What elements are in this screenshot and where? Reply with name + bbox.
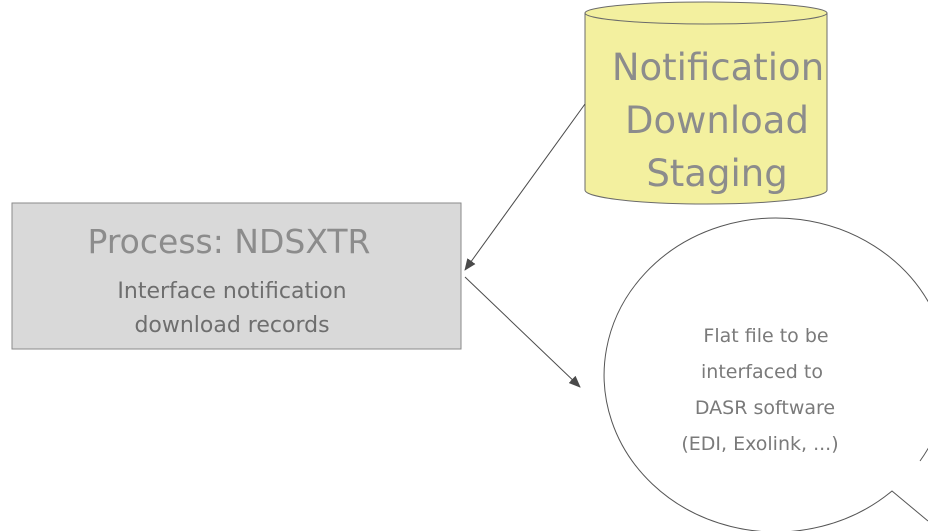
- datastore-line-2: Download: [625, 99, 809, 142]
- process-box: [11, 202, 462, 350]
- datastore-line-1: Notification: [612, 46, 824, 89]
- output-bubble-shape: [603, 217, 928, 531]
- output-line-3: DASR software: [695, 397, 835, 419]
- output-line-4: (EDI, Exolink, ...): [681, 433, 838, 455]
- flow-arrow-staging-to-process: [464, 103, 586, 271]
- process-subtitle-line-1: Interface notification: [117, 279, 346, 304]
- output-line-2: interfaced to: [701, 361, 823, 383]
- output-file-node[interactable]: Flat file to be interfaced to DASR softw…: [603, 217, 928, 531]
- flow-arrow-process-to-output: [464, 276, 581, 388]
- output-line-1: Flat file to be: [703, 325, 828, 347]
- staging-datastore-node[interactable]: Notification Download Staging: [584, 1, 828, 205]
- process-node[interactable]: Process: NDSXTR Interface notification d…: [11, 202, 462, 350]
- datastore-cylinder-body: [584, 13, 828, 205]
- datastore-line-3: Staging: [646, 152, 787, 195]
- process-title: Process: NDSXTR: [88, 222, 371, 261]
- process-subtitle-line-2: download records: [134, 313, 329, 338]
- datastore-cylinder-top: [584, 1, 828, 25]
